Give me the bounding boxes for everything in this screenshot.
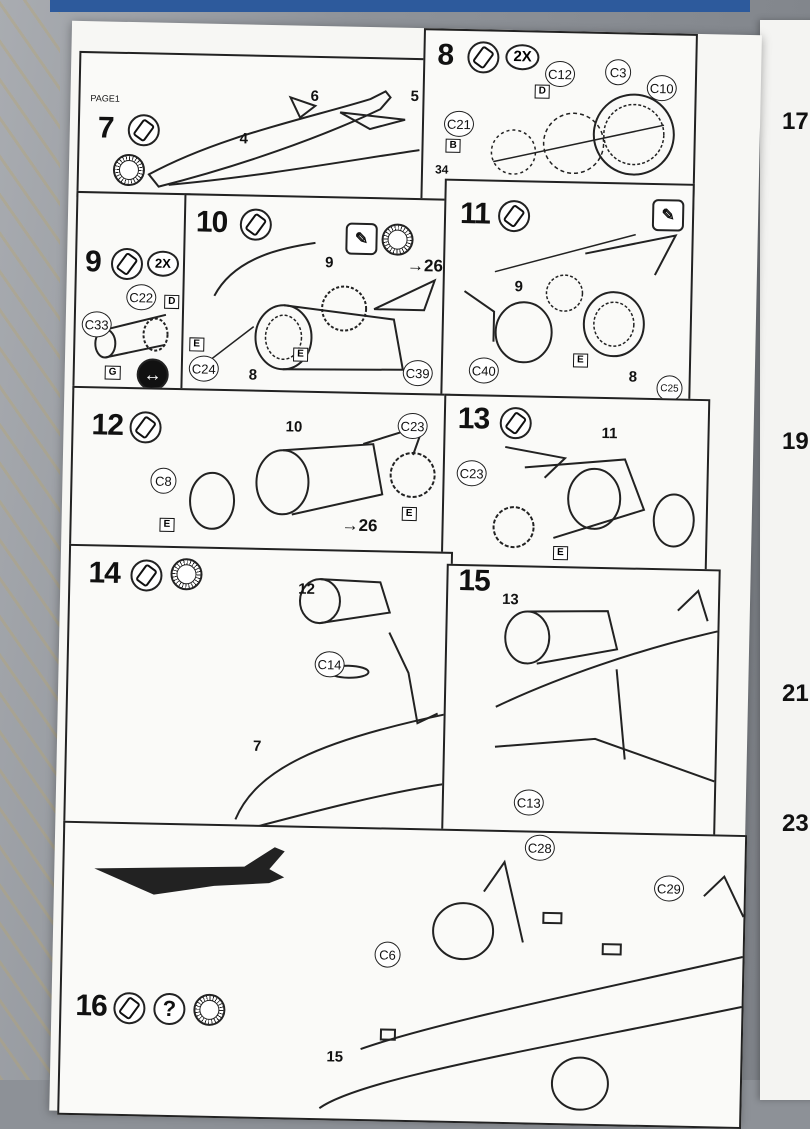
flag-E: E (401, 506, 417, 522)
fuselage-wing-drawing (234, 578, 448, 831)
step-12-panel: 12 10 C23 C8 E E →26 (68, 385, 451, 558)
part-C14: C14 (314, 650, 345, 678)
part-C23: C23 (456, 459, 487, 487)
part-C8: C8 (150, 467, 177, 495)
step-10-panel: 10 ✎ →26 9 E C24 8 E C39 (180, 193, 451, 398)
label-9: 9 (324, 254, 334, 272)
glue-icon (497, 199, 531, 233)
glue-icon (130, 559, 163, 592)
side-step-19: 19 (782, 428, 809, 455)
part-C28: C28 (524, 834, 555, 862)
glue-icon (499, 406, 533, 440)
label-10: 10 (285, 418, 303, 436)
step-11-number: 11 (459, 196, 491, 231)
side-step-23: 23 (782, 810, 809, 837)
glue-icon (110, 247, 144, 281)
step-9-number: 9 (84, 245, 102, 279)
side-step-17: 17 (782, 108, 809, 135)
plane-silhouette (94, 847, 285, 895)
nacelle-drawing (189, 423, 436, 530)
part-C12: C12 (544, 60, 576, 88)
part-C33: C33 (81, 311, 112, 338)
paint-icon: ✎ (651, 198, 685, 232)
clock-icon (193, 993, 226, 1027)
glue-icon (467, 41, 500, 74)
question-icon: ? (153, 992, 186, 1026)
label-15: 15 (326, 1048, 344, 1066)
flag-D: D (164, 294, 180, 310)
flag-B: B (445, 138, 461, 153)
wing-engine-drawing (494, 589, 718, 783)
part-C23: C23 (397, 412, 428, 440)
flag-D: D (534, 84, 551, 99)
instruction-sheet: PAGE1 7 6 5 4 8 2X C12 C3 C10 D C21 B 34 (49, 20, 762, 1129)
part-C21: C21 (443, 110, 475, 138)
label-9: 9 (514, 278, 524, 296)
quantity-2x: 2X (505, 43, 541, 71)
label-8: 8 (628, 368, 638, 386)
part-C29: C29 (653, 875, 685, 902)
step-15-panel: 15 13 C13 (441, 563, 721, 842)
quantity-2x: 2X (146, 250, 180, 278)
flag-E: E (159, 517, 175, 533)
part-34: 34 (434, 162, 449, 177)
label-11: 11 (601, 424, 618, 443)
flag-E: E (189, 337, 205, 352)
step-16-panel: 16 ? C28 C29 C6 15 (57, 820, 748, 1129)
step-13-panel: 13 11 C23 E (440, 393, 711, 576)
step-13-number: 13 (457, 401, 490, 436)
fuselage-drawing (147, 90, 420, 188)
step-14-panel: 14 12 C14 7 (63, 543, 454, 836)
part-C10: C10 (646, 74, 677, 102)
label-4: 4 (239, 130, 249, 148)
engine-assembly-drawing (463, 233, 678, 364)
pylon-drawing (94, 313, 169, 359)
glue-icon (113, 991, 146, 1025)
page-mark: PAGE1 (90, 93, 120, 104)
step-8-panel: 8 2X C12 C3 C10 D C21 B 34 E (420, 28, 698, 210)
step-11-panel: 11 ✎ 9 C40 8 E C25 (440, 178, 695, 403)
step-15-number: 15 (458, 563, 491, 598)
engine-fan-drawing (490, 93, 675, 176)
clock-icon (170, 557, 203, 591)
step-14-number: 14 (88, 556, 121, 590)
engine-assembly-drawing (202, 241, 437, 371)
flag-E: E (572, 353, 588, 368)
nacelle-drawing (492, 445, 695, 549)
label-12: 12 (298, 580, 316, 598)
glue-icon (129, 411, 162, 444)
label-5: 5 (410, 87, 420, 106)
flag-G: G (104, 365, 121, 380)
flag-E: E (552, 545, 568, 561)
flag-E: E (292, 347, 308, 362)
step-12-number: 12 (91, 408, 124, 442)
step-7-panel: PAGE1 7 6 5 4 (76, 50, 429, 205)
label-7: 7 (252, 737, 262, 755)
box-edge (50, 0, 750, 12)
part-C24: C24 (188, 355, 219, 382)
part-C22: C22 (126, 283, 157, 311)
side-step-21: 21 (782, 680, 809, 707)
next-page: 17 19 21 23 (760, 20, 810, 1100)
label-8: 8 (248, 366, 258, 384)
label-6: 6 (310, 87, 320, 105)
step-8-number: 8 (437, 38, 454, 72)
step-9-panel: 9 2X C22 D C33 G ↔ (72, 190, 191, 393)
floor-stripes (0, 0, 60, 1080)
label-13: 13 (501, 590, 519, 609)
part-C39: C39 (402, 359, 433, 387)
step-16-number: 16 (75, 989, 108, 1023)
step-7-number: 7 (97, 111, 114, 145)
part-C40: C40 (468, 357, 499, 384)
double-arrow-icon: ↔ (136, 358, 170, 391)
part-C13: C13 (513, 789, 544, 816)
ref-step-26: →26 (341, 515, 378, 536)
